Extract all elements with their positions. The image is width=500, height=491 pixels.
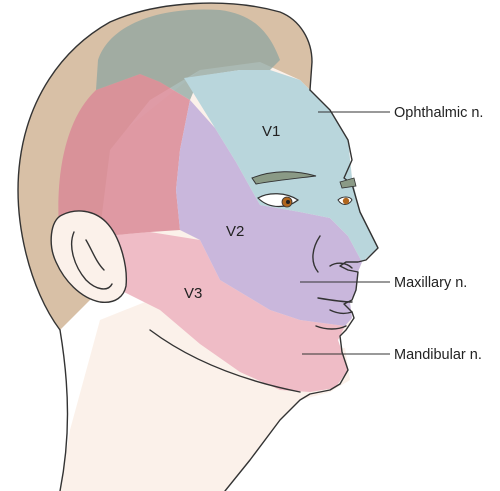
head-outline bbox=[17, 2, 313, 331]
ear bbox=[50, 210, 128, 303]
posterior-scalp-region bbox=[96, 9, 280, 100]
mouth-line bbox=[317, 297, 353, 303]
ear-inner bbox=[70, 231, 113, 290]
maxillary-nerve-label: Maxillary n. bbox=[394, 275, 467, 291]
v1-ophthalmic-region bbox=[184, 70, 378, 262]
eyebrow-far bbox=[339, 177, 357, 189]
pupil bbox=[286, 200, 290, 204]
nostril bbox=[329, 262, 353, 269]
iris-far bbox=[342, 197, 350, 205]
neck-outline bbox=[59, 329, 69, 491]
eyebrow bbox=[251, 171, 317, 185]
ophthalmic-nerve-label: Ophthalmic n. bbox=[394, 105, 483, 121]
neck-skin bbox=[60, 300, 350, 491]
jaw-line bbox=[149, 329, 301, 393]
v3-mandibular-region bbox=[60, 232, 348, 392]
lower-lip bbox=[329, 309, 353, 315]
cervical-region bbox=[58, 74, 191, 240]
v2-label: V2 bbox=[226, 223, 244, 240]
v3-label: V3 bbox=[184, 285, 202, 302]
v1-label: V1 bbox=[262, 123, 280, 140]
ear-helix bbox=[85, 239, 105, 271]
mandibular-nerve-label: Mandibular n. bbox=[394, 347, 482, 363]
nasolabial-fold bbox=[312, 235, 321, 273]
chin-crease bbox=[315, 325, 347, 330]
